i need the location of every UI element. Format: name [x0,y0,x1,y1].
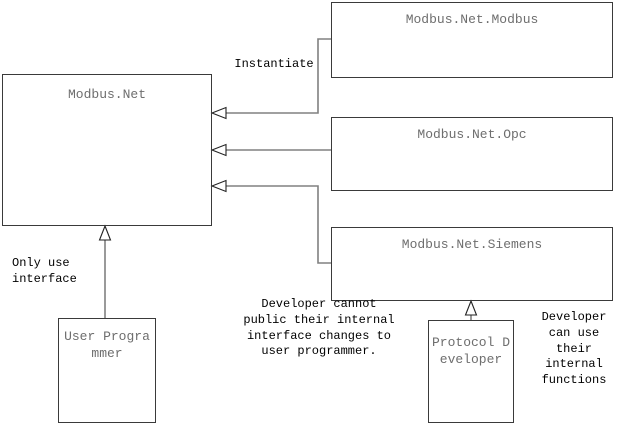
connector-siemens-to-core [210,179,331,264]
note-developer-cannot-public: Developer cannot public their internal i… [243,297,402,359]
node-modbus-net[interactable]: Modbus.Net [2,74,212,226]
connector-user-programmer-to-core [98,224,112,318]
node-modbus-net-modbus-label: Modbus.Net.Modbus [405,12,539,27]
node-user-programmer[interactable]: User Programmer [58,318,156,423]
node-protocol-developer[interactable]: Protocol Developer [428,320,514,423]
node-modbus-net-label: Modbus.Net [67,87,146,102]
note-only-use-interface: Only use interface [12,256,77,286]
node-protocol-developer-label: Protocol Developer [431,335,510,367]
note-instantiate: Instantiate [234,57,314,71]
connector-modbus-to-core [210,38,331,120]
connector-protocol-developer-to-siemens [464,299,478,320]
connector-opc-to-core [210,143,331,157]
node-user-programmer-label: User Programmer [64,329,150,361]
note-developer-can-use: Developer can use their internal functio… [541,310,614,388]
node-modbus-net-opc-label: Modbus.Net.Opc [417,127,527,142]
node-modbus-net-opc[interactable]: Modbus.Net.Opc [331,117,613,191]
node-modbus-net-siemens[interactable]: Modbus.Net.Siemens [331,227,613,301]
node-modbus-net-siemens-label: Modbus.Net.Siemens [401,237,543,252]
node-modbus-net-modbus[interactable]: Modbus.Net.Modbus [331,2,613,78]
